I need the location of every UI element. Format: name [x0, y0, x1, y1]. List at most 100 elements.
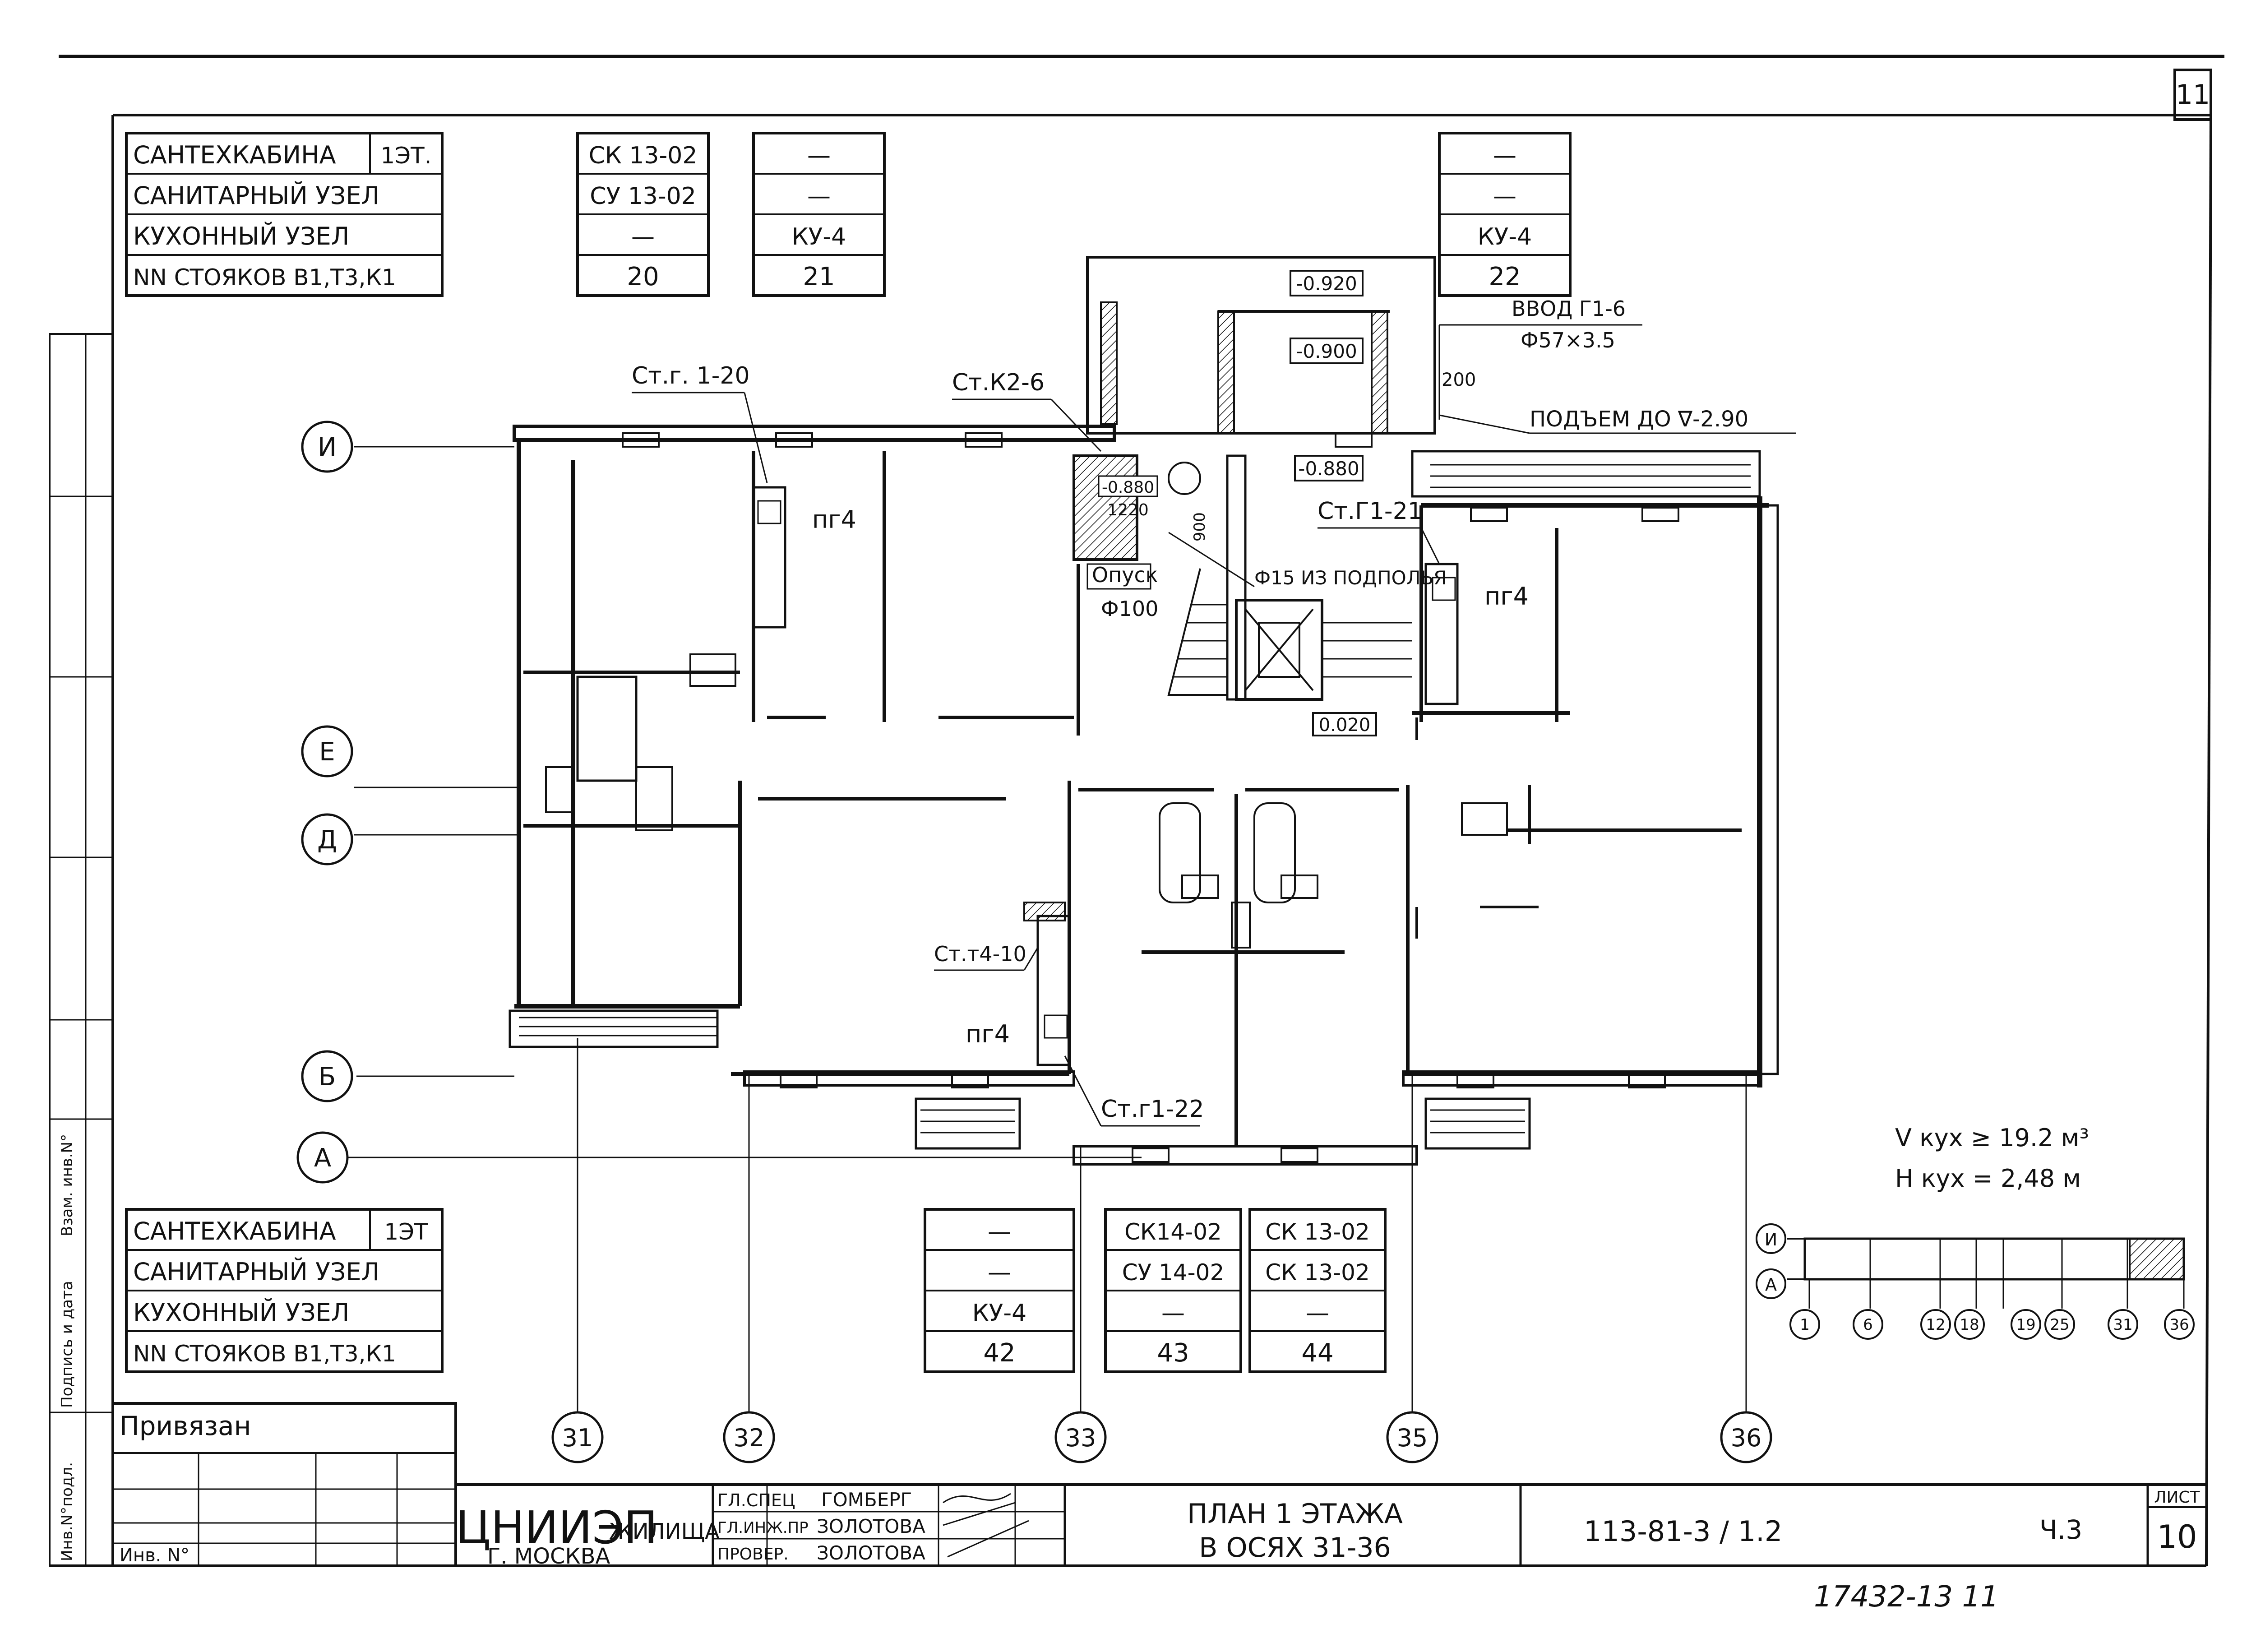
label-vvod: ВВОД Г1-6 — [1512, 296, 1626, 321]
svg-text:А: А — [1765, 1275, 1777, 1295]
top-col-22: — — КУ-4 22 — [1438, 132, 1572, 297]
axis-bubble-36: 36 — [1720, 1411, 1772, 1463]
bottom-col-43: СК14-02 СУ 14-02 — 43 — [1104, 1208, 1242, 1373]
svg-text:—: — — [988, 1259, 1011, 1286]
svg-text:СУ 14-02: СУ 14-02 — [1122, 1259, 1225, 1286]
svg-text:СК14-02: СК14-02 — [1124, 1219, 1222, 1245]
svg-text:21: 21 — [803, 262, 835, 292]
svg-text:И: И — [1765, 1230, 1777, 1249]
signature — [943, 1493, 1029, 1558]
svg-text:31: 31 — [2113, 1316, 2132, 1334]
label-st-t4-10: Ст.т4-10 — [934, 942, 1026, 966]
label-opusk: Опуск — [1092, 563, 1158, 587]
svg-text:—: — — [988, 1218, 1011, 1245]
title-line-1: ПЛАН 1 ЭТАЖА — [1187, 1498, 1403, 1530]
svg-text:22: 22 — [1489, 262, 1521, 292]
axis-bubble-31: 31 — [551, 1411, 604, 1463]
svg-text:ГЛ.ИНЖ.ПР: ГЛ.ИНЖ.ПР — [717, 1519, 809, 1537]
sheet-number-box — [2173, 69, 2212, 121]
svg-text:32: 32 — [734, 1424, 765, 1452]
level-0880-a: -0.880 — [1102, 478, 1154, 497]
label-podjem: ПОДЪЕМ ДО ∇-2.90 — [1530, 407, 1748, 432]
annotations: Ст.г. 1-20 Ст.К2-6 -0.920 -0.900 -0.880 … — [632, 270, 2089, 1193]
svg-text:ПРОВЕР.: ПРОВЕР. — [717, 1545, 789, 1564]
svg-text:—: — — [631, 223, 655, 250]
svg-text:25: 25 — [2050, 1316, 2069, 1334]
svg-text:—: — — [1306, 1300, 1329, 1327]
svg-text:КУХОННЫЙ УЗЕЛ: КУХОННЫЙ УЗЕЛ — [133, 1298, 349, 1327]
tl-row-1: САНИТАРНЫЙ УЗЕЛ — [133, 181, 379, 210]
svg-text:—: — — [1161, 1300, 1185, 1327]
svg-text:—: — — [807, 142, 831, 169]
svg-text:33: 33 — [1065, 1424, 1096, 1452]
doc-part: Ч.3 — [2039, 1514, 2082, 1545]
svg-text:СК 13-02: СК 13-02 — [1265, 1219, 1370, 1245]
sheet-label: ЛИСТ — [2154, 1488, 2200, 1507]
axis-bubble-А: А — [296, 1131, 349, 1184]
frame-right — [2205, 115, 2212, 1566]
dim-200: 200 — [1442, 370, 1476, 390]
label-pg4-b: пг4 — [1484, 582, 1529, 611]
svg-text:42: 42 — [983, 1338, 1015, 1368]
svg-text:ЗОЛОТОВА: ЗОЛОТОВА — [817, 1542, 925, 1564]
svg-text:КУ-4: КУ-4 — [1478, 223, 1532, 250]
svg-text:43: 43 — [1157, 1338, 1189, 1368]
sheet-number: 11 — [2176, 79, 2210, 111]
label-pg4-c: пг4 — [966, 1020, 1010, 1048]
bottom-col-42: — — КУ-4 42 — [924, 1208, 1075, 1373]
tl-row-0: САНТЕХКАБИНА — [133, 141, 336, 169]
inv-no: Инв. N° — [120, 1545, 190, 1566]
svg-text:И: И — [318, 433, 337, 462]
org-name: ЦНИИЭП — [456, 1501, 657, 1554]
svg-text:—: — — [1493, 183, 1516, 210]
top-left-table: САНТЕХКАБИНА САНИТАРНЫЙ УЗЕЛ КУХОННЫЙ УЗ… — [125, 132, 444, 297]
bottom-col-44: СК 13-02 СК 13-02 — 44 — [1248, 1208, 1387, 1373]
org-sub: ЖИЛИЩА — [609, 1519, 720, 1544]
svg-text:СУ 13-02: СУ 13-02 — [590, 183, 696, 210]
side-stamp: Инв.N°подл. Подпись и дата Взам. инв.N° — [49, 333, 114, 1567]
svg-text:18: 18 — [1960, 1316, 1979, 1334]
svg-text:Д: Д — [317, 825, 337, 855]
label-vvod-dim: Ф57×3.5 — [1521, 328, 1615, 352]
level-0900: -0.900 — [1296, 340, 1357, 362]
title-line-2: В ОСЯХ 31-36 — [1199, 1532, 1391, 1564]
axis-bubble-35: 35 — [1386, 1411, 1438, 1463]
label-st-g1-22: Ст.г1-22 — [1101, 1096, 1204, 1123]
svg-text:NN СТОЯКОВ В1,Т3,К1: NN СТОЯКОВ В1,Т3,К1 — [133, 1341, 396, 1367]
label-opusk-dim: Ф100 — [1101, 597, 1158, 621]
svg-text:19: 19 — [2016, 1316, 2035, 1334]
svg-text:35: 35 — [1397, 1424, 1428, 1452]
bottom-left-table: САНТЕХКАБИНА САНИТАРНЫЙ УЗЕЛ КУХОННЫЙ УЗ… — [125, 1208, 444, 1373]
title-block: Привязан Инв. N° ЦНИИЭП ЖИЛИЩА Г. МОСКВА… — [111, 1402, 2206, 1569]
tl-row-3: NN СТОЯКОВ В1,Т3,К1 — [133, 264, 396, 291]
axis-bubble-Д: Д — [301, 813, 353, 865]
tl-row-2: КУХОННЫЙ УЗЕЛ — [133, 222, 349, 250]
label-f15: Ф15 ИЗ ПОДПОЛЬЯ — [1254, 567, 1447, 589]
axis-bubble-33: 33 — [1054, 1411, 1107, 1463]
tl-floor: 1ЭТ. — [380, 143, 431, 169]
org-city: Г. МОСКВА — [487, 1544, 610, 1569]
axis-bubble-32: 32 — [723, 1411, 775, 1463]
vzam-label: Взам. инв.N° — [58, 1134, 76, 1236]
svg-text:ЗОЛОТОВА: ЗОЛОТОВА — [817, 1515, 925, 1537]
svg-text:12: 12 — [1926, 1316, 1945, 1334]
svg-text:31: 31 — [562, 1424, 593, 1452]
svg-text:А: А — [314, 1143, 331, 1173]
svg-text:36: 36 — [2169, 1316, 2189, 1334]
building-plan — [509, 256, 1779, 1166]
svg-text:44: 44 — [1301, 1338, 1333, 1368]
dim-900: 900 — [1191, 512, 1209, 541]
svg-text:1ЭТ: 1ЭТ — [384, 1219, 428, 1245]
level-0920: -0.920 — [1296, 273, 1357, 295]
podpis-label: Подпись и дата — [58, 1281, 76, 1408]
top-col-21: — — КУ-4 21 — [752, 132, 886, 297]
bottom-number: 17432-13 11 — [1814, 1580, 1999, 1614]
svg-text:КУ-4: КУ-4 — [972, 1300, 1026, 1327]
level-0880-b: -0.880 — [1298, 458, 1359, 480]
label-h-kuh: Н кух = 2,48 м — [1895, 1164, 2081, 1193]
svg-text:36: 36 — [1731, 1424, 1762, 1452]
inv-podl-label: Инв.N°подл. — [58, 1462, 76, 1561]
top-col-20: СК 13-02 СУ 13-02 — 20 — [576, 132, 710, 297]
label-stg-1-20: Ст.г. 1-20 — [632, 362, 750, 389]
key-plan: И А 1 6 12 18 19 25 31 36 — [1756, 1223, 2195, 1340]
